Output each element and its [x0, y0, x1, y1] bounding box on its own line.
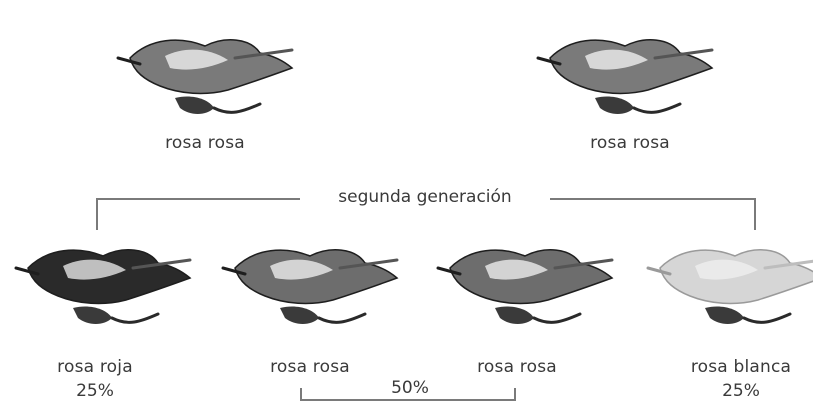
pink-share-bracket-right-tick [514, 388, 516, 401]
generation-title: segunda generación [300, 187, 550, 207]
offspring-label: rosa blanca [676, 357, 806, 377]
offspring-percent: 25% [60, 381, 130, 401]
offspring-flower-icon [430, 238, 620, 338]
generation-bracket-right [540, 198, 756, 200]
pink-share-percent: 50% [375, 378, 445, 398]
generation-bracket-left [96, 198, 306, 200]
generation-bracket-left-drop [96, 198, 98, 230]
parent-label: rosa rosa [575, 133, 685, 153]
offspring-flower-icon [640, 238, 813, 338]
parent-flower-icon [110, 28, 300, 128]
offspring-flower-icon [215, 238, 405, 338]
offspring-label: rosa rosa [462, 357, 572, 377]
pink-share-bracket [300, 399, 516, 401]
generation-bracket-right-drop [754, 198, 756, 230]
offspring-label: rosa roja [40, 357, 150, 377]
parent-label: rosa rosa [150, 133, 260, 153]
parent-flower-icon [530, 28, 720, 128]
pink-share-bracket-left-tick [300, 388, 302, 401]
offspring-flower-icon [8, 238, 198, 338]
offspring-percent: 25% [706, 381, 776, 401]
offspring-label: rosa rosa [255, 357, 365, 377]
